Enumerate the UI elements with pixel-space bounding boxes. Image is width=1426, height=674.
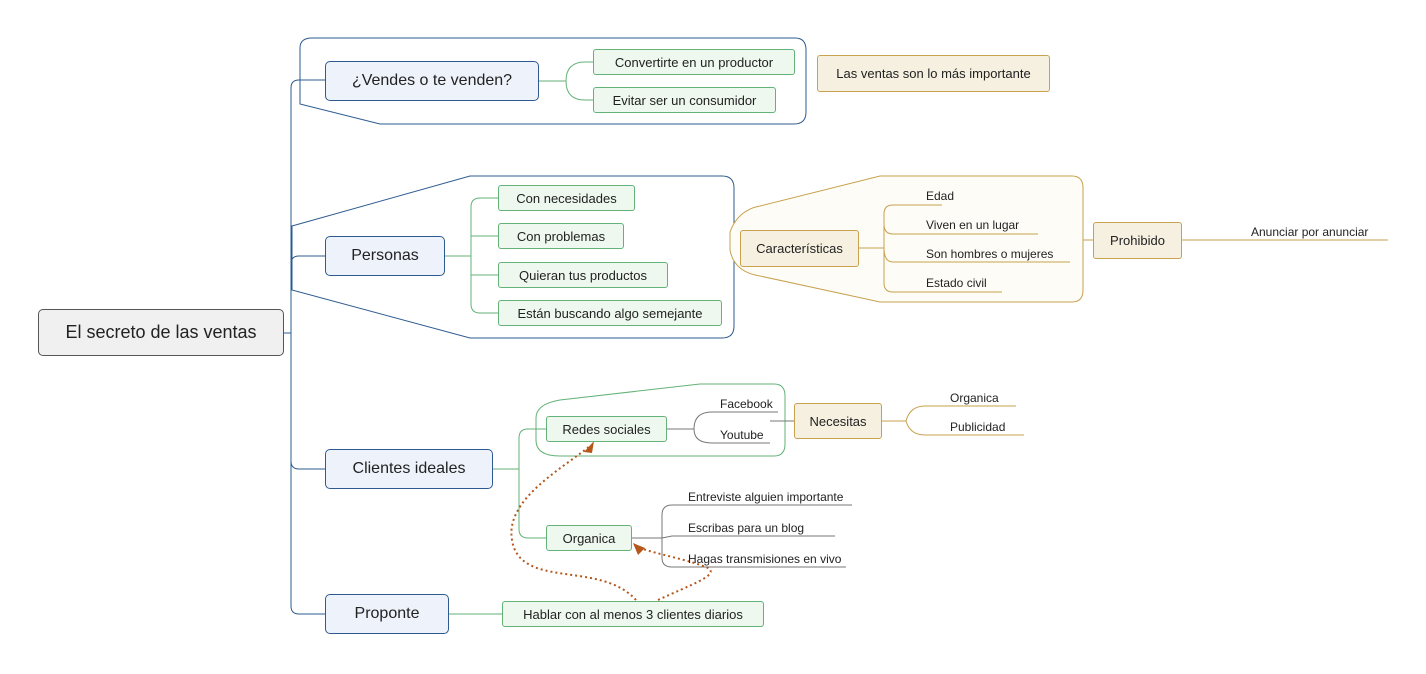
link-organica-items — [632, 504, 852, 568]
boundary-personas — [291, 175, 735, 339]
trunk-line — [284, 79, 325, 615]
item-viven[interactable]: Viven en un lugar — [926, 218, 1020, 232]
link-personas — [290, 255, 325, 265]
topic-personas[interactable]: Personas — [325, 236, 445, 276]
subtopic-evitar[interactable]: Evitar ser un consumidor — [593, 87, 776, 113]
subtopic-redes-sociales[interactable]: Redes sociales — [546, 416, 667, 442]
root-topic[interactable]: El secreto de las ventas — [38, 309, 284, 356]
subtopic-productos[interactable]: Quieran tus productos — [498, 262, 668, 288]
topic-caracteristicas[interactable]: Características — [740, 230, 859, 267]
item-facebook[interactable]: Facebook — [720, 397, 773, 411]
link-caract-items — [859, 204, 1070, 293]
subtopic-organica[interactable]: Organica — [546, 525, 632, 551]
arrow-head-organica — [633, 543, 645, 555]
subtopic-hablar-clientes[interactable]: Hablar con al menos 3 clientes diarios — [502, 601, 764, 627]
item-edad[interactable]: Edad — [926, 189, 955, 203]
topic-necesitas[interactable]: Necesitas — [794, 403, 882, 439]
item-entreviste[interactable]: Entreviste alguien importante — [688, 490, 844, 504]
link-vendes-children — [539, 61, 593, 101]
subtopic-convertirte[interactable]: Convertirte en un productor — [593, 49, 795, 75]
item-hombres-mujeres[interactable]: Son hombres o mujeres — [926, 247, 1054, 261]
item-organica-necesitas[interactable]: Organica — [950, 391, 999, 405]
item-estado-civil[interactable]: Estado civil — [926, 276, 987, 290]
arrow-head-redes — [584, 441, 594, 453]
link-necesitas — [882, 405, 1024, 436]
boundary-caracteristicas — [729, 175, 1084, 303]
relationship-organica — [639, 547, 712, 601]
topic-proponte[interactable]: Proponte — [325, 594, 449, 634]
topic-clientes-ideales[interactable]: Clientes ideales — [325, 449, 493, 489]
topic-vendes[interactable]: ¿Vendes o te venden? — [325, 61, 539, 101]
link-clientes-children — [493, 428, 546, 539]
relationship-redes — [510, 445, 637, 601]
link-clientes — [290, 460, 325, 470]
subtopic-buscando[interactable]: Están buscando algo semejante — [498, 300, 722, 326]
item-publicidad[interactable]: Publicidad — [950, 420, 1006, 434]
item-transmisiones[interactable]: Hagas transmisiones en vivo — [688, 552, 842, 566]
link-redes-items — [667, 411, 794, 444]
callout-ventas[interactable]: Las ventas son lo más importante — [817, 55, 1050, 92]
item-anunciar[interactable]: Anunciar por anunciar — [1251, 225, 1369, 239]
topic-prohibido[interactable]: Prohibido — [1093, 222, 1182, 259]
item-youtube[interactable]: Youtube — [720, 428, 764, 442]
item-blog[interactable]: Escribas para un blog — [688, 521, 805, 535]
subtopic-problemas[interactable]: Con problemas — [498, 223, 624, 249]
subtopic-necesidades[interactable]: Con necesidades — [498, 185, 635, 211]
link-personas-children — [445, 197, 498, 314]
